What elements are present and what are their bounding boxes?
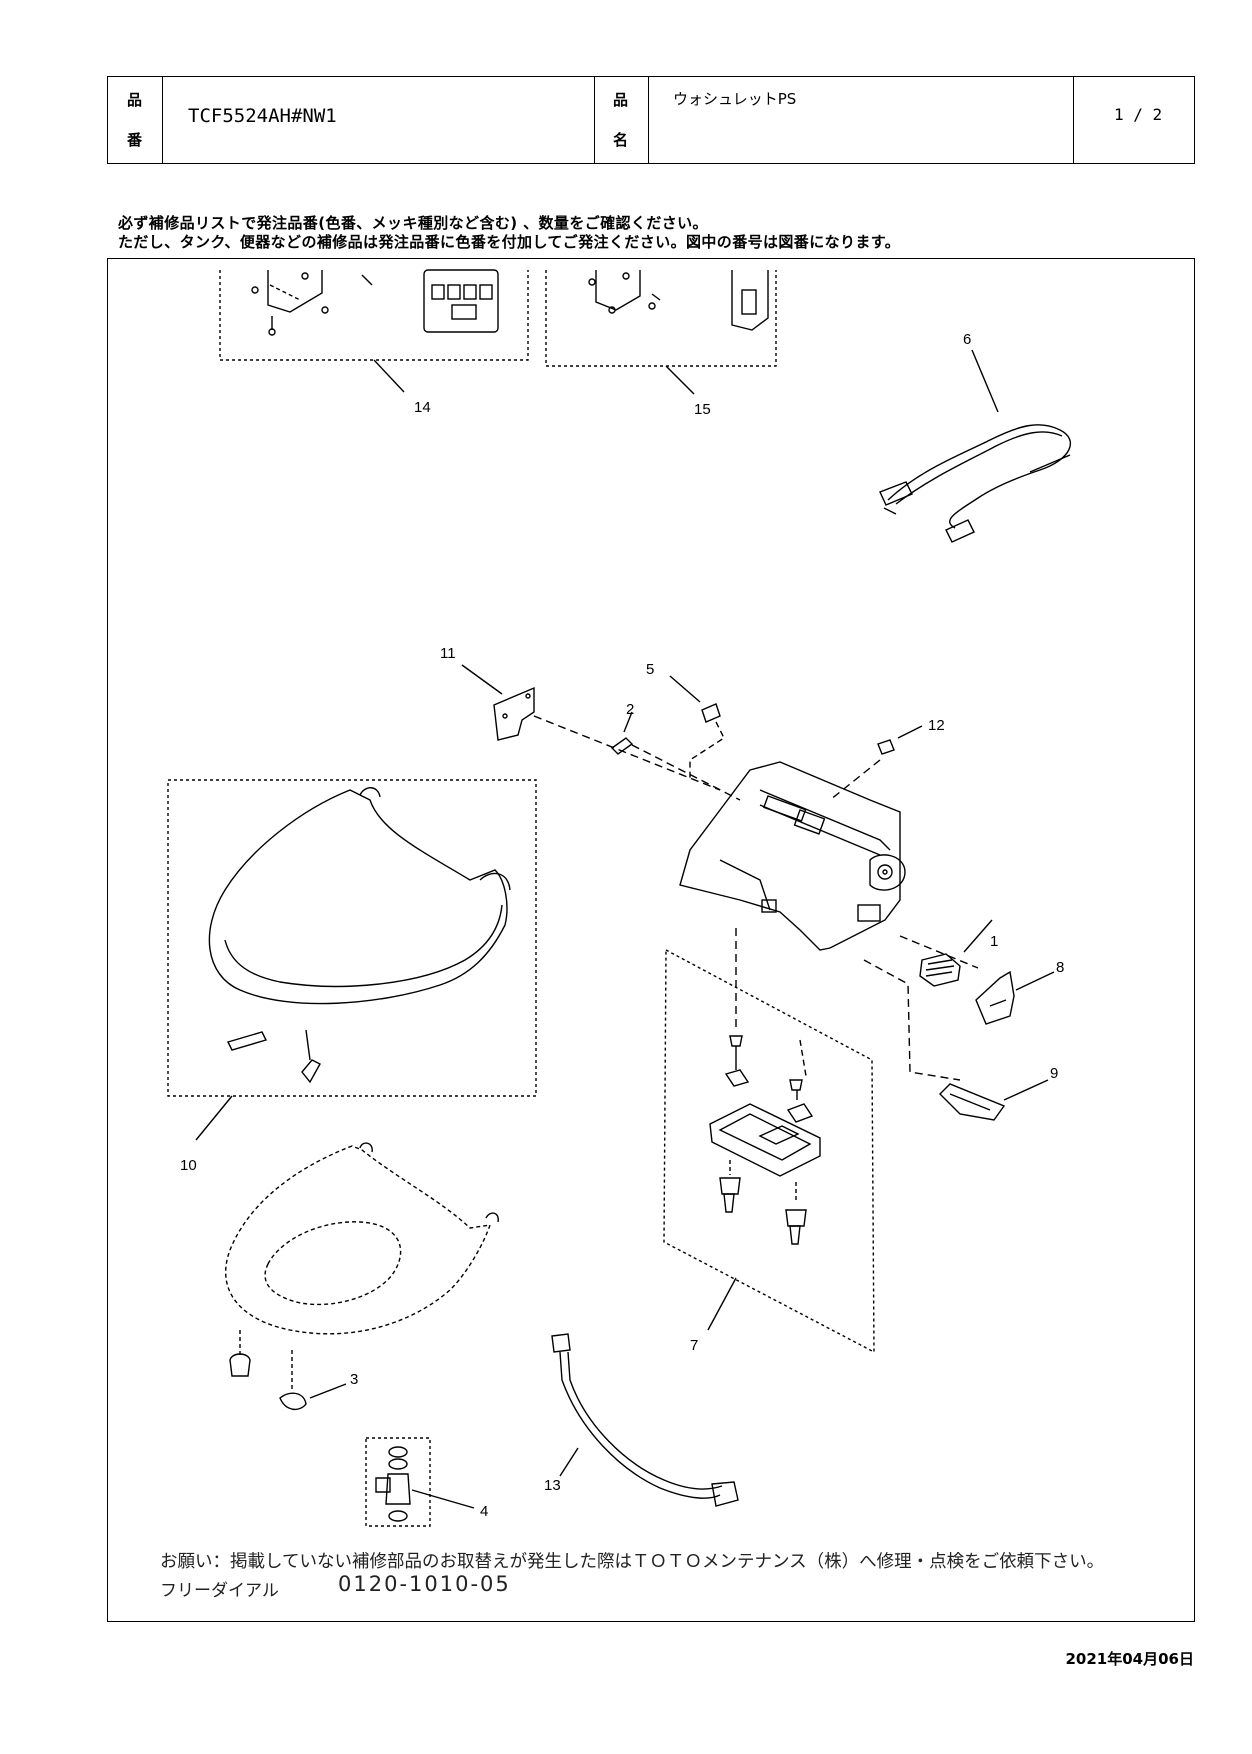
- callout-2: 2: [626, 701, 634, 718]
- header-divider: [162, 77, 163, 163]
- part-8-bracket: [975, 970, 1055, 1025]
- callout-3: 3: [350, 1371, 358, 1388]
- issue-date: 2021年04月06日: [1065, 1650, 1195, 1668]
- freedial-label: フリーダイアル: [160, 1581, 279, 1601]
- part-12-cap: [829, 725, 923, 801]
- part-1-pad: [919, 919, 993, 987]
- leader-15: [665, 365, 695, 395]
- callout-7: 7: [690, 1337, 698, 1354]
- notice-line-2: ただし、タンク、便器などの補修品は発注品番に色番を付加してご発注ください。図中の…: [118, 233, 901, 251]
- header-divider: [594, 77, 595, 163]
- callout-6: 6: [963, 331, 971, 348]
- callout-15: 15: [694, 401, 711, 418]
- callout-14: 14: [414, 399, 431, 416]
- part-2-screw: [610, 711, 741, 801]
- callout-1: 1: [990, 933, 998, 950]
- parts-drawing-frame: [107, 258, 1195, 1622]
- part-4-valve: [365, 1437, 475, 1527]
- part-13-hose: [551, 1333, 739, 1507]
- freedial-number: 0120-1010-05: [338, 1572, 511, 1596]
- part-no-label-bottom: 番: [127, 131, 143, 149]
- product-name-label-top: 品: [613, 91, 629, 109]
- callout-4: 4: [480, 1503, 488, 1520]
- part-10-seat-lid: [167, 779, 537, 1141]
- notice-line-1: 必ず補修品リストで発注品番(色番、メッキ種別など含む) 、数量をご確認ください。: [118, 214, 708, 232]
- header-divider: [1073, 77, 1074, 163]
- callout-13: 13: [544, 1477, 561, 1494]
- repair-request-note: お願い：掲載していない補修部品のお取替えが発生した際はＴＯＴＯメンテナンス（株）…: [160, 1552, 1105, 1572]
- part-6-power-cord: [879, 349, 1072, 543]
- callout-9: 9: [1050, 1065, 1058, 1082]
- part-number: TCF5524AH#NW1: [188, 105, 337, 127]
- part-7-mounting-kit: [663, 928, 875, 1354]
- leader-14: [373, 359, 405, 393]
- callout-5: 5: [646, 661, 654, 678]
- product-name-label-bottom: 名: [613, 131, 629, 149]
- main-unit-body: [679, 761, 906, 951]
- part-9-plate: [863, 959, 1049, 1121]
- header-divider: [648, 77, 649, 163]
- part-5-clip: [669, 675, 725, 780]
- part-11-plate: [461, 664, 721, 791]
- header-table: 品 番 TCF5524AH#NW1 品 名 ウォシュレットPS 1 / 2: [107, 76, 1195, 164]
- callout-12: 12: [928, 717, 945, 734]
- part-14-remote-bracket-set: [219, 269, 529, 361]
- part-3-seat-ring: [225, 1142, 499, 1411]
- callout-8: 8: [1056, 959, 1064, 976]
- callout-10: 10: [180, 1157, 197, 1174]
- product-name: ウォシュレットPS: [673, 90, 797, 108]
- part-15-bracket-set: [545, 270, 777, 367]
- page-number: 1 / 2: [1114, 105, 1163, 124]
- part-no-label-top: 品: [127, 91, 143, 109]
- callout-11: 11: [440, 645, 456, 662]
